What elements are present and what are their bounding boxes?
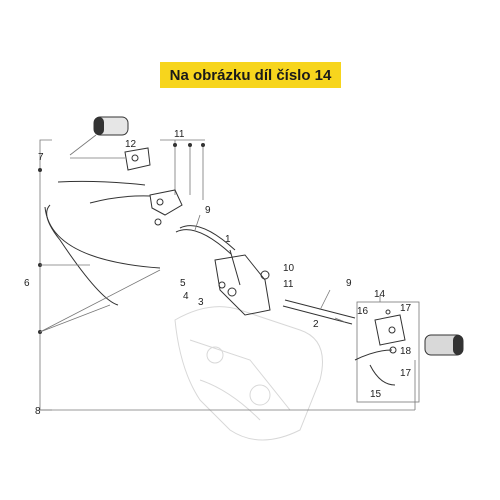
callout-17-top: 17 [400, 303, 412, 314]
bracket-dots [38, 143, 205, 334]
callout-8: 8 [35, 406, 41, 417]
callout-4: 4 [183, 291, 189, 302]
callout-6: 6 [24, 278, 30, 289]
callout-12: 11 [174, 129, 185, 140]
left-grip [69, 116, 129, 156]
callout-17-bottom: 17 [400, 368, 412, 379]
callout-7: 7 [38, 152, 44, 163]
right-brake-lever [354, 349, 396, 386]
callout-9-right: 9 [346, 278, 352, 289]
left-switch-housing [70, 147, 151, 171]
callout-9-left: 9 [205, 205, 211, 216]
callout-5: 5 [180, 278, 186, 289]
scooter-frame-background [174, 306, 323, 441]
callout-11: 11 [283, 279, 294, 290]
callout-14: 14 [374, 289, 386, 300]
part-number-banner: Na obrázku díl číslo 14 [160, 62, 341, 88]
right-grip [424, 334, 464, 356]
callout-13: 12 [125, 139, 137, 150]
callout-1: 1 [225, 234, 231, 245]
callout-16: 16 [357, 306, 369, 317]
handlebar-left-tube [175, 214, 236, 255]
callout-18: 18 [400, 346, 412, 357]
callout-2: 2 [313, 319, 319, 330]
callout-10: 10 [283, 263, 295, 274]
cables [39, 180, 161, 333]
left-brake-pump [149, 189, 183, 226]
callout-3: 3 [198, 297, 204, 308]
callout-15: 15 [370, 389, 382, 400]
handlebar-main-body [214, 249, 271, 316]
bracket-lines [39, 139, 420, 411]
left-brake-lever [89, 195, 151, 204]
handlebar-right-tube [282, 289, 356, 325]
